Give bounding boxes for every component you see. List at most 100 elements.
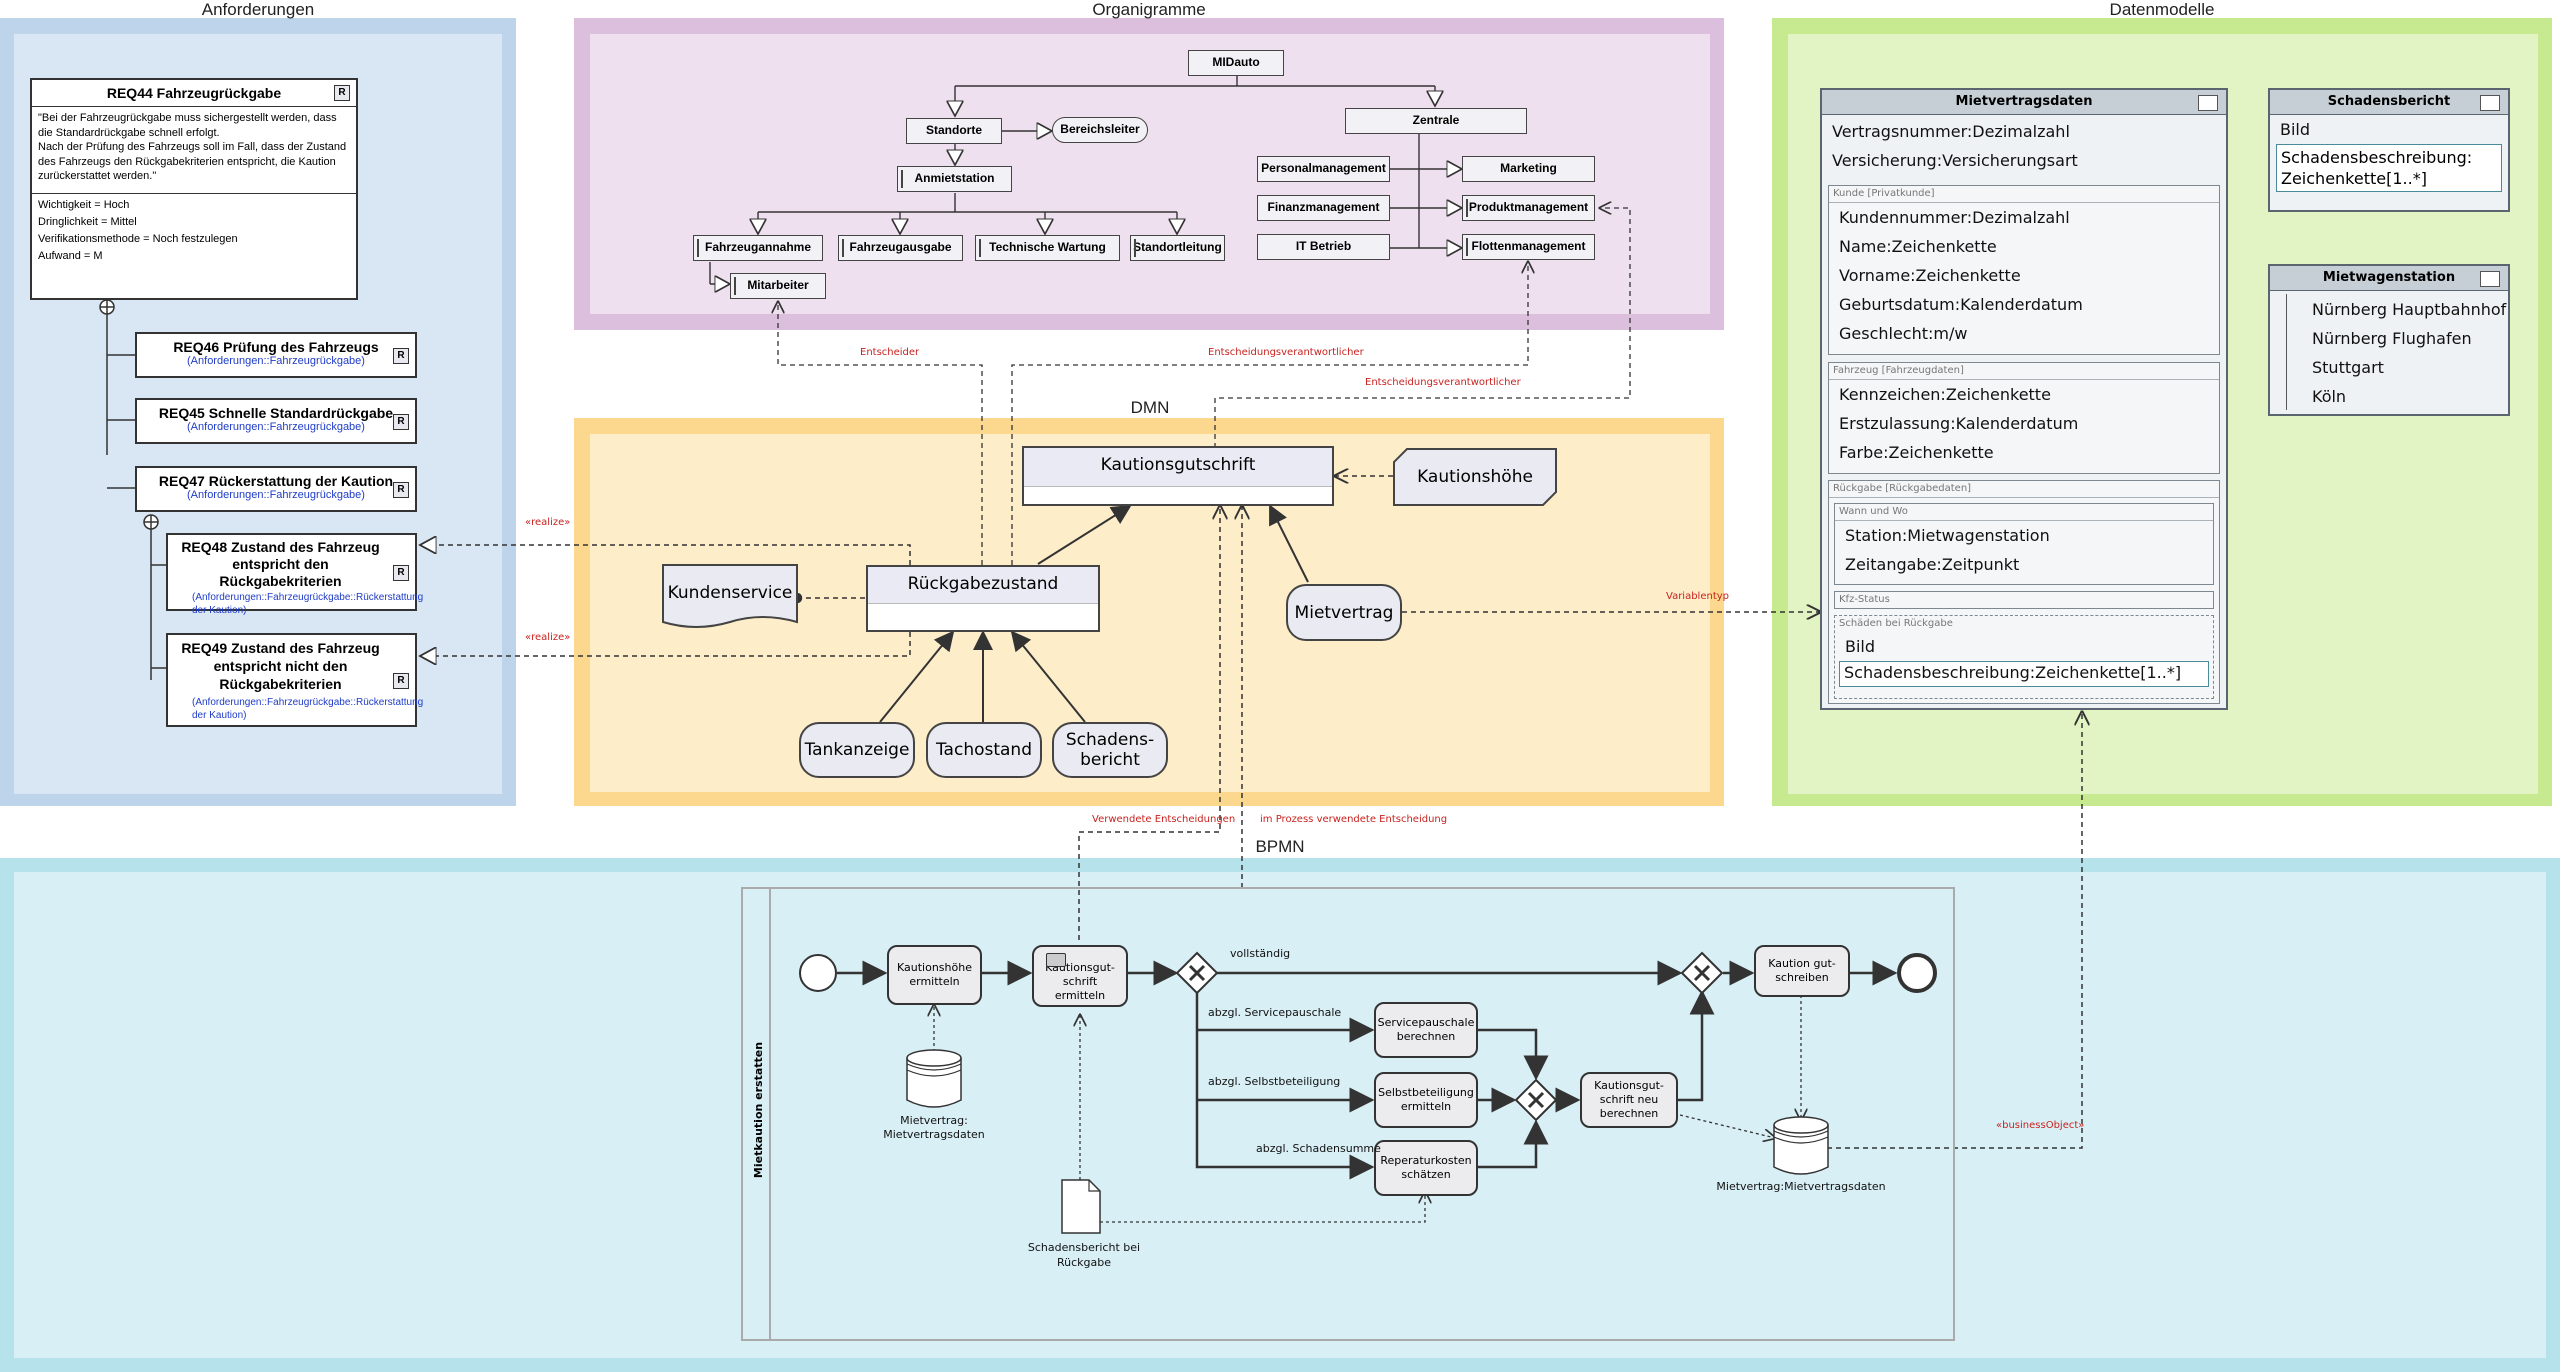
section-title-bpmn: BPMN xyxy=(1255,837,1305,856)
class-icon xyxy=(2198,95,2218,111)
part-wann-und-wo[interactable]: Wann und Wo Station:Mietwagenstation Zei… xyxy=(1834,503,2214,585)
dmn-kundenservice-shape[interactable] xyxy=(662,564,798,632)
org-mitarbeiter[interactable]: Mitarbeiter xyxy=(730,273,826,299)
part-label: Fahrzeug [Fahrzeugdaten] xyxy=(1829,363,2219,380)
label-realize: «realize» xyxy=(525,632,571,643)
req48-title: REQ48 Zustand des Fahrzeug entspricht de… xyxy=(181,539,380,589)
part-fahrzeug[interactable]: Fahrzeug [Fahrzeugdaten] Kennzeichen:Zei… xyxy=(1828,362,2220,474)
dmn-schadensbericht[interactable]: Schadens- bericht xyxy=(1052,722,1168,778)
gateway-exclusive-3[interactable] xyxy=(1680,951,1724,995)
part-label: Rückgabe [Rückgabedaten] xyxy=(1829,481,2219,498)
attribute-row: Geschlecht:m/w xyxy=(1839,324,1968,343)
org-zentrale[interactable]: Zentrale xyxy=(1345,108,1527,134)
attribute-row: Name:Zeichenkette xyxy=(1839,237,1997,256)
req46-path: (Anforderungen::Fahrzeugrückgabe) xyxy=(187,355,365,367)
enum-values: Nürnberg Hauptbahnhof Nürnberg Flughafen… xyxy=(2270,291,2508,411)
gateway-exclusive-2[interactable] xyxy=(1514,1078,1558,1122)
datastore-icon[interactable] xyxy=(906,1049,962,1108)
req44-prop: Wichtigkeit = Hoch xyxy=(38,199,130,211)
req45-title: REQ45 Schnelle Standardrückgabe xyxy=(158,405,394,421)
dmn-kautionsgutschrift[interactable]: Kautionsgutschrift xyxy=(1022,446,1334,506)
org-bereichsleiter[interactable]: Bereichsleiter xyxy=(1052,117,1148,143)
attribute-text: Zeichenkette[1..*] xyxy=(2281,169,2427,188)
datastore-icon[interactable] xyxy=(1773,1116,1829,1175)
start-event[interactable] xyxy=(799,954,837,992)
flow-label-schadensumme: abzgl. Schadensumme xyxy=(1256,1142,1381,1155)
requirement-icon: R xyxy=(393,348,409,364)
task-kautionsgutschrift-ermitteln[interactable]: Kautionsgut-schrift ermitteln xyxy=(1032,945,1128,1007)
org-standortleitung[interactable]: Standortleitung xyxy=(1130,235,1225,261)
part-kunde[interactable]: Kunde [Privatkunde] Kundennummer:Dezimal… xyxy=(1828,185,2220,355)
org-midauto[interactable]: MIDauto xyxy=(1188,50,1284,76)
label-business-object: «businessObject» xyxy=(1996,1120,2085,1131)
flow-label-vollstaendig: vollständig xyxy=(1230,947,1291,960)
dmn-kautionshoehe-shape[interactable] xyxy=(1393,448,1557,506)
part-label: Kunde [Privatkunde] xyxy=(1829,186,2219,203)
part-kfz-status[interactable]: Kfz-Status xyxy=(1834,591,2214,609)
document-icon[interactable] xyxy=(1061,1179,1101,1234)
req44-prop: Verifikationsmethode = Noch festzulegen xyxy=(38,233,238,245)
task-kautionsgutschrift-neu-berechnen[interactable]: Kautionsgut-schrift neu berechnen xyxy=(1580,1072,1678,1128)
class-title: Mietvertragsdaten xyxy=(1822,90,2226,115)
attribute-row: Vorname:Zeichenkette xyxy=(1839,266,2021,285)
attribute-row: Farbe:Zeichenkette xyxy=(1839,443,1994,462)
task-reparaturkosten-schaetzen[interactable]: Reperaturkosten schätzen xyxy=(1374,1140,1478,1196)
decision-title: Rückgabezustand xyxy=(868,567,1098,604)
org-produktmanagement[interactable]: Produktmanagement xyxy=(1462,195,1595,221)
org-technische-wartung[interactable]: Technische Wartung xyxy=(975,235,1120,261)
dmn-rueckgabezustand[interactable]: Rückgabezustand xyxy=(866,565,1100,632)
req47-title: REQ47 Rückerstattung der Kaution xyxy=(158,473,394,489)
label-entscheider: Entscheider xyxy=(860,347,920,358)
org-finanzmanagement[interactable]: Finanzmanagement xyxy=(1257,195,1390,221)
attribute-row-selected[interactable]: Schadensbeschreibung:Zeichenkette[1..*] xyxy=(1839,661,2209,687)
org-standorte[interactable]: Standorte xyxy=(906,118,1002,144)
req49-title: REQ49 Zustand des Fahrzeug entspricht ni… xyxy=(181,640,380,692)
task-kaution-gutschreiben[interactable]: Kaution gut-schreiben xyxy=(1754,945,1850,997)
class-mietwagenstation[interactable]: Mietwagenstation Nürnberg Hauptbahnhof N… xyxy=(2268,264,2510,416)
attribute-row: Zeitangabe:Zeitpunkt xyxy=(1845,555,2020,574)
dmn-tankanzeige[interactable]: Tankanzeige xyxy=(799,722,915,778)
req47-box[interactable]: REQ47 Rückerstattung der Kaution (Anford… xyxy=(135,466,417,512)
org-marketing[interactable]: Marketing xyxy=(1462,156,1595,182)
dmn-tachostand[interactable]: Tachostand xyxy=(926,722,1042,778)
attribute-row: Bild xyxy=(2280,120,2311,139)
attribute-row: Vertragsnummer:Dezimalzahl xyxy=(1832,122,2070,141)
requirement-icon: R xyxy=(393,482,409,498)
org-personalmanagement[interactable]: Personalmanagement xyxy=(1257,156,1390,182)
req45-box[interactable]: REQ45 Schnelle Standardrückgabe (Anforde… xyxy=(135,398,417,444)
label-verwendete-entscheidungen: Verwendete Entscheidungen xyxy=(1092,814,1236,825)
class-icon xyxy=(2480,271,2500,287)
end-event[interactable] xyxy=(1897,953,1937,993)
org-flottenmanagement[interactable]: Flottenmanagement xyxy=(1462,234,1595,260)
org-fahrzeugausgabe[interactable]: Fahrzeugausgabe xyxy=(838,235,963,261)
req49-box[interactable]: REQ49 Zustand des Fahrzeug entspricht ni… xyxy=(166,633,423,727)
task-kautionshoehe-ermitteln[interactable]: Kautionshöhe ermitteln xyxy=(887,945,982,1005)
req48-box[interactable]: REQ48 Zustand des Fahrzeug entspricht de… xyxy=(166,533,423,616)
attribute-row-selected[interactable]: Schadensbeschreibung: Zeichenkette[1..*] xyxy=(2276,144,2502,192)
document-label: Schadensbericht bei Rückgabe xyxy=(1027,1241,1141,1269)
part-label: Wann und Wo xyxy=(1835,504,2213,521)
req44-box[interactable]: REQ44 Fahrzeugrückgabe R "Bei der Fahrze… xyxy=(30,78,358,300)
org-anmietstation[interactable]: Anmietstation xyxy=(897,166,1012,192)
req44-title: REQ44 Fahrzeugrückgabe xyxy=(32,80,356,107)
task-servicepauschale-berechnen[interactable]: Servicepauschale berechnen xyxy=(1374,1002,1478,1058)
req46-box[interactable]: REQ46 Prüfung des Fahrzeugs (Anforderung… xyxy=(135,332,417,378)
req44-prop: Aufwand = M xyxy=(38,250,103,262)
task-selbstbeteiligung-ermitteln[interactable]: Selbstbeteiligung ermitteln xyxy=(1374,1072,1478,1128)
gateway-exclusive-1[interactable] xyxy=(1175,951,1219,995)
req47-path: (Anforderungen::Fahrzeugrückgabe) xyxy=(187,489,365,501)
org-it-betrieb[interactable]: IT Betrieb xyxy=(1257,234,1390,260)
label-realize: «realize» xyxy=(525,517,571,528)
part-schaeden[interactable]: Schäden bei Rückgabe Bild Schadensbeschr… xyxy=(1834,615,2214,699)
req45-path: (Anforderungen::Fahrzeugrückgabe) xyxy=(187,421,365,433)
section-title-organigramme: Organigramme xyxy=(1092,0,1206,19)
attribute-row: Geburtsdatum:Kalenderdatum xyxy=(1839,295,2083,314)
org-fahrzeugannahme[interactable]: Fahrzeugannahme xyxy=(693,235,823,261)
class-schadensbericht[interactable]: Schadensbericht Bild Schadensbeschreibun… xyxy=(2268,88,2510,212)
dmn-mietvertrag[interactable]: Mietvertrag xyxy=(1286,584,1402,641)
part-rueckgabe[interactable]: Rückgabe [Rückgabedaten] Wann und Wo Sta… xyxy=(1828,480,2220,704)
attribute-row: Kundennummer:Dezimalzahl xyxy=(1839,208,2070,227)
class-mietvertragsdaten[interactable]: Mietvertragsdaten Vertragsnummer:Dezimal… xyxy=(1820,88,2228,710)
